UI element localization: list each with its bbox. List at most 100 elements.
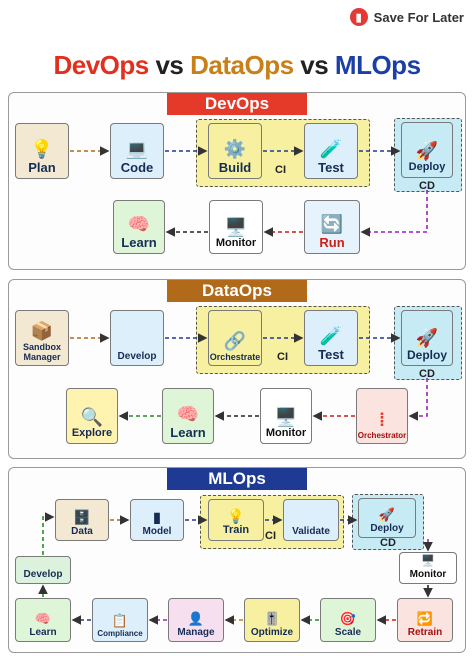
brain-icon: 🧠 bbox=[34, 610, 52, 626]
dataops-orchestrator-node: ⁞ Orchestrator bbox=[356, 388, 408, 444]
lightbulbs-icon: 💡 bbox=[227, 507, 245, 524]
retrain-label: Retrain bbox=[407, 626, 443, 638]
laptop-code-icon: 💻 bbox=[125, 139, 149, 160]
scale-label: Scale bbox=[334, 626, 362, 638]
learn-label: Learn bbox=[170, 425, 206, 441]
dataops-develop-node: Develop bbox=[110, 310, 164, 366]
compliance-label: Compliance bbox=[97, 628, 143, 638]
dataops-title: DataOps bbox=[167, 280, 307, 302]
data-label: Data bbox=[71, 525, 93, 537]
network-icon: 🔗 bbox=[223, 330, 247, 351]
build-label: Build bbox=[218, 160, 252, 176]
learn-label: Learn bbox=[121, 235, 157, 251]
mlops-monitor-node: 🖥️ Monitor bbox=[399, 552, 457, 584]
title-dataops: DataOps bbox=[190, 50, 294, 80]
dataops-monitor-node: 🖥️ Monitor bbox=[260, 388, 312, 444]
devops-ci-label: CI bbox=[275, 164, 286, 176]
model-label: Model bbox=[142, 525, 172, 537]
monitor-icon: 🖥️ bbox=[224, 216, 248, 237]
dataops-explore-node: 🔍 Explore bbox=[66, 388, 118, 444]
mlops-compliance-node: 📋 Compliance bbox=[92, 598, 148, 642]
devops-build-node: ⚙️ Build bbox=[208, 123, 262, 179]
bookmark-icon: ▮ bbox=[349, 8, 368, 26]
arrow-deploy-run bbox=[360, 190, 428, 237]
manage-label: Manage bbox=[177, 626, 215, 638]
test-label: Test bbox=[318, 347, 344, 363]
learn-label: Learn bbox=[29, 626, 57, 638]
run-label: Run bbox=[319, 235, 345, 251]
title-vs: vs bbox=[300, 50, 329, 80]
rocket-icon: 🚀 bbox=[415, 140, 439, 161]
devops-title: DevOps bbox=[167, 93, 307, 115]
save-label: Save For Later bbox=[373, 9, 464, 25]
mlops-cd-label: CD bbox=[380, 537, 396, 549]
devops-run-node: 🔄 Run bbox=[304, 200, 360, 254]
mlops-data-node: 🗄️ Data bbox=[55, 499, 109, 541]
orchestrator-label: Orchestrator bbox=[357, 430, 407, 440]
validate-label: Validate bbox=[292, 525, 330, 537]
devops-deploy-node: 🚀 Deploy bbox=[401, 122, 453, 178]
arrow-deploy-orchestrator bbox=[408, 378, 428, 421]
monitor-label: Monitor bbox=[215, 237, 257, 250]
dataops-test-node: 🧪 Test bbox=[304, 310, 358, 366]
checklist-icon: 📋 bbox=[111, 612, 129, 628]
brain-icon: 🧠 bbox=[127, 214, 151, 235]
deploy-label: Deploy bbox=[370, 522, 404, 534]
devops-cd-label: CD bbox=[419, 180, 435, 192]
deploy-label: Deploy bbox=[408, 161, 446, 174]
train-label: Train bbox=[222, 524, 250, 537]
flask-icon: 🧪 bbox=[319, 326, 343, 347]
mlops-validate-node: Validate bbox=[283, 499, 339, 541]
save-for-later-button[interactable]: ▮ Save For Later bbox=[349, 8, 464, 26]
orchestrate-label: Orchestrate bbox=[209, 351, 261, 362]
dataops-sandbox-node: 📦 Sandbox Manager bbox=[15, 310, 69, 366]
test-label: Test bbox=[318, 160, 344, 176]
title-vs: vs bbox=[155, 50, 184, 80]
mlops-train-node: 💡 Train bbox=[208, 499, 264, 541]
magnifier-icon: 🔍 bbox=[80, 406, 104, 427]
explore-label: Explore bbox=[71, 427, 113, 440]
devops-learn-node: 🧠 Learn bbox=[113, 200, 165, 254]
mlops-manage-node: 👤 Manage bbox=[168, 598, 224, 642]
monitor-label: Monitor bbox=[265, 427, 307, 440]
database-icon: 🗄️ bbox=[73, 508, 91, 525]
develop-label: Develop bbox=[117, 350, 157, 362]
rocket-icon: 🚀 bbox=[415, 327, 439, 348]
mlops-scale-node: 🎯 Scale bbox=[320, 598, 376, 642]
mlops-develop-node: Develop bbox=[15, 556, 71, 584]
monitor-icon: 🖥️ bbox=[421, 554, 435, 567]
title-mlops: MLOps bbox=[334, 50, 421, 80]
title-devops: DevOps bbox=[53, 50, 149, 80]
dataops-learn-node: 🧠 Learn bbox=[162, 388, 214, 444]
mlops-model-node: ▮ Model bbox=[130, 499, 184, 541]
settings-dots-icon: ⁞ bbox=[379, 409, 385, 430]
plan-label: Plan bbox=[28, 160, 56, 176]
code-label: Code bbox=[120, 160, 154, 176]
dataops-deploy-node: 🚀 Deploy bbox=[401, 310, 453, 366]
monitor-label: Monitor bbox=[409, 568, 447, 580]
brain-icon: 🧠 bbox=[176, 404, 200, 425]
lightbulb-icon: 💡 bbox=[30, 139, 54, 160]
retrain-icon: 🔁 bbox=[416, 610, 434, 626]
dataops-cd-label: CD bbox=[419, 368, 435, 380]
model-icon: ▮ bbox=[153, 508, 161, 525]
deploy-label: Deploy bbox=[406, 348, 447, 363]
mlops-deploy-node: 🚀 Deploy bbox=[358, 498, 416, 538]
sliders-icon: 🎚️ bbox=[263, 610, 281, 626]
develop-label: Develop bbox=[23, 568, 63, 580]
optimize-label: Optimize bbox=[250, 626, 294, 638]
gears-icon: ⚙️ bbox=[223, 139, 247, 160]
devops-monitor-node: 🖥️ Monitor bbox=[209, 200, 263, 254]
monitor-icon: 🖥️ bbox=[274, 406, 298, 427]
mlops-learn-node: 🧠 Learn bbox=[15, 598, 71, 642]
dataops-ci-label: CI bbox=[277, 351, 288, 363]
flask-icon: 🧪 bbox=[319, 139, 343, 160]
page-title: DevOps vs DataOps vs MLOps bbox=[0, 50, 474, 81]
refresh-icon: 🔄 bbox=[320, 214, 344, 235]
mlops-title: MLOps bbox=[167, 468, 307, 490]
rocket-icon: 🚀 bbox=[378, 506, 396, 522]
devops-plan-node: 💡 Plan bbox=[15, 123, 69, 179]
mlops-ci-label: CI bbox=[265, 530, 276, 542]
arrow-develop-data bbox=[42, 512, 55, 555]
